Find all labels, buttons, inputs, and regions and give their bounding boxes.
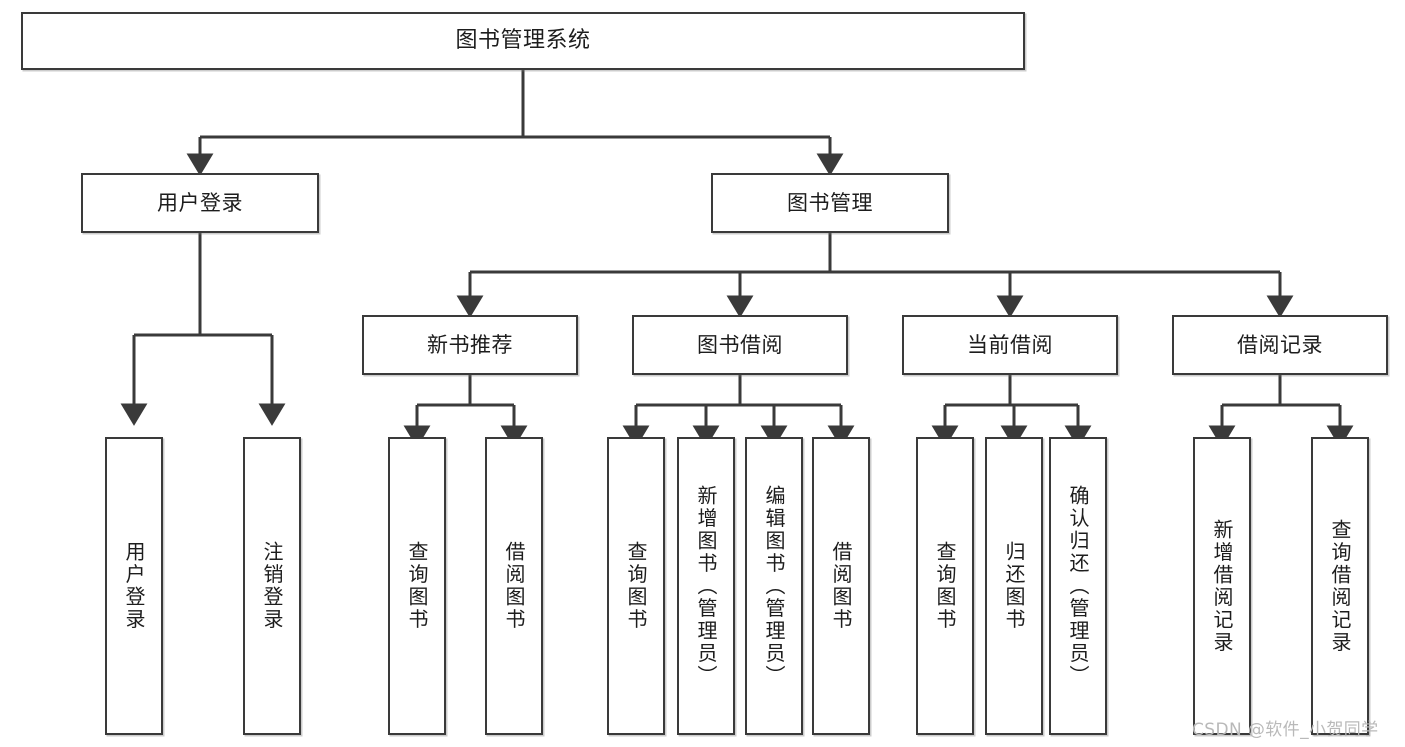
node-label: 借阅记录 bbox=[1237, 332, 1323, 357]
node-label: 用户登录 bbox=[122, 541, 146, 631]
node-leaf-add-borrow-record[interactable]: 新增借阅记录 bbox=[1193, 437, 1251, 735]
csdn-watermark: CSDN @软件_小贺同学 bbox=[1192, 720, 1379, 740]
node-label: 图书管理系统 bbox=[455, 28, 591, 54]
node-leaf-borrow-book-recommend[interactable]: 借阅图书 bbox=[485, 437, 543, 735]
node-label: 查询图书 bbox=[405, 541, 429, 631]
node-leaf-confirm-return-admin[interactable]: 确认归还（管理员） bbox=[1049, 437, 1107, 735]
node-label: 图书借阅 bbox=[697, 332, 783, 357]
node-new-book-recommend[interactable]: 新书推荐 bbox=[362, 315, 578, 375]
node-leaf-edit-book-admin[interactable]: 编辑图书（管理员） bbox=[745, 437, 803, 735]
node-label: 查询图书 bbox=[933, 541, 957, 631]
node-borrow-record[interactable]: 借阅记录 bbox=[1172, 315, 1388, 375]
node-label: 借阅图书 bbox=[502, 541, 526, 631]
node-label: 当前借阅 bbox=[967, 332, 1053, 357]
node-leaf-query-book-current[interactable]: 查询图书 bbox=[916, 437, 974, 735]
node-leaf-query-borrow-record[interactable]: 查询借阅记录 bbox=[1311, 437, 1369, 735]
node-label: 查询借阅记录 bbox=[1328, 518, 1352, 654]
node-label: 编辑图书（管理员） bbox=[762, 484, 786, 688]
node-label: 用户登录 bbox=[157, 190, 243, 215]
node-label: 查询图书 bbox=[624, 541, 648, 631]
node-leaf-add-book-admin[interactable]: 新增图书（管理员） bbox=[677, 437, 735, 735]
node-label: 新增借阅记录 bbox=[1210, 518, 1234, 654]
node-label: 新增图书（管理员） bbox=[694, 484, 718, 688]
node-label: 归还图书 bbox=[1002, 541, 1026, 631]
node-label: 新书推荐 bbox=[427, 332, 513, 357]
node-leaf-query-book-recommend[interactable]: 查询图书 bbox=[388, 437, 446, 735]
node-user-login[interactable]: 用户登录 bbox=[81, 173, 319, 233]
node-label: 注销登录 bbox=[260, 541, 284, 631]
node-leaf-return-book[interactable]: 归还图书 bbox=[985, 437, 1043, 735]
node-leaf-logout[interactable]: 注销登录 bbox=[243, 437, 301, 735]
node-book-borrow[interactable]: 图书借阅 bbox=[632, 315, 848, 375]
node-book-management[interactable]: 图书管理 bbox=[711, 173, 949, 233]
node-leaf-user-login[interactable]: 用户登录 bbox=[105, 437, 163, 735]
node-leaf-borrow-book[interactable]: 借阅图书 bbox=[812, 437, 870, 735]
node-current-borrow[interactable]: 当前借阅 bbox=[902, 315, 1118, 375]
node-label: 借阅图书 bbox=[829, 541, 853, 631]
node-root-book-management-system[interactable]: 图书管理系统 bbox=[21, 12, 1025, 70]
node-label: 确认归还（管理员） bbox=[1066, 484, 1090, 688]
node-label: 图书管理 bbox=[787, 190, 873, 215]
node-leaf-query-book-borrow[interactable]: 查询图书 bbox=[607, 437, 665, 735]
